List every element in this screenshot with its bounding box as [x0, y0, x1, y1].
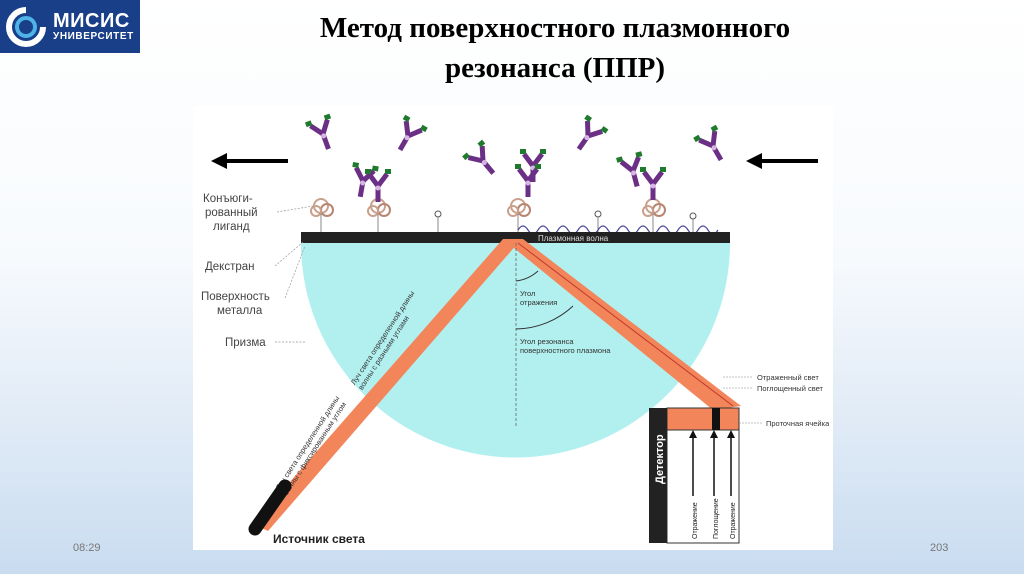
title-line2: резонанса (ППР) [444, 52, 666, 84]
det-absorb-label: Поглощение [713, 498, 720, 539]
reflection-angle-label-1: Угол [520, 289, 535, 298]
reflected-light-label: Отраженный свет [757, 373, 819, 382]
flow-cell-label: Проточная ячейка [766, 419, 830, 428]
spr-diagram: Плазмонная волна Угол отражения Угол рез… [193, 106, 833, 550]
misis-logo-icon [6, 6, 46, 47]
flow-arrow-left-2-icon [746, 153, 818, 169]
light-source-icon [248, 479, 292, 536]
logo-text: МИСИС УНИВЕРСИТЕТ [53, 11, 134, 43]
page-number: 203 [930, 542, 949, 554]
ligand-label-3: лиганд [213, 221, 250, 233]
footer-time: 08:29 [73, 542, 101, 554]
reflection-angle-label-2: отражения [520, 298, 557, 307]
slide-title: Метод поверхностного плазмонного резонан… [200, 8, 910, 88]
plasmon-wave-label: Плазмонная волна [538, 234, 609, 243]
metal-surface-bar [301, 232, 730, 243]
detector-label: Детектор [654, 434, 666, 484]
absorbed-light-label: Поглощенный свет [757, 384, 824, 393]
dextran-label: Декстран [205, 261, 255, 273]
light-source-label: Источник света [273, 532, 365, 546]
logo-line2: УНИВЕРСИТЕТ [53, 30, 134, 42]
dextran-layer [320, 214, 694, 232]
flow-arrow-left-icon [211, 153, 288, 169]
detector-block [649, 407, 740, 544]
incident-beam [253, 239, 518, 531]
metal-label-2: металла [217, 305, 263, 317]
resonance-angle-label-2: поверхностного плазмона [520, 346, 611, 355]
metal-label-1: Поверхность [201, 291, 270, 303]
prism-label: Призма [225, 337, 266, 349]
det-reflect-1-label: Отражение [692, 502, 699, 539]
prism-shape [301, 243, 730, 458]
ligand-label-1: Конъюги- [203, 193, 253, 205]
resonance-angle-label-1: Угол резонанса [520, 337, 574, 346]
spr-diagram-svg: Плазмонная волна Угол отражения Угол рез… [201, 106, 830, 546]
ligand-label-2: рованный [205, 207, 258, 219]
antibody-icon [305, 114, 732, 199]
title-line1: Метод поверхностного плазмонного [319, 12, 791, 44]
logo-line1: МИСИС [53, 9, 130, 32]
misis-logo: МИСИС УНИВЕРСИТЕТ [0, 0, 140, 53]
det-reflect-2-label: Отражение [730, 502, 737, 539]
conjugated-ligand-icon [310, 164, 697, 220]
